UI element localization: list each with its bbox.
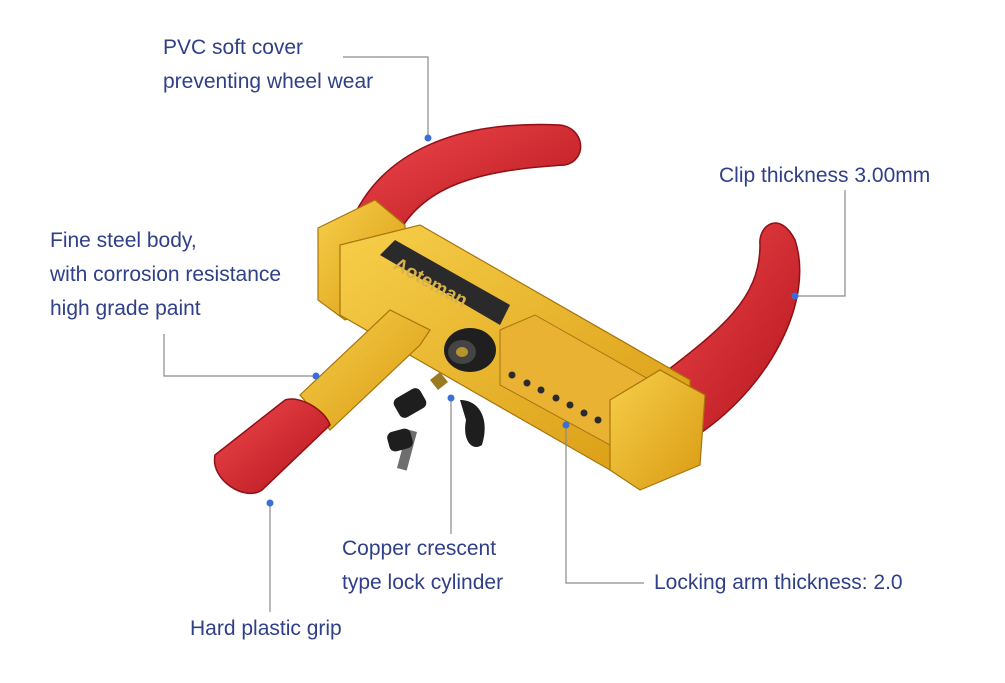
plastic-grip bbox=[213, 398, 331, 495]
left-claw-cover bbox=[349, 123, 582, 241]
lock-cylinder bbox=[444, 328, 496, 372]
callout-lock-cylinder: Copper crescent type lock cylinder bbox=[342, 532, 503, 600]
callout-arm-thickness: Locking arm thickness: 2.0 bbox=[654, 566, 903, 600]
callout-line: PVC soft cover bbox=[163, 36, 304, 59]
key-set bbox=[387, 372, 485, 471]
leader-lines bbox=[163, 56, 846, 612]
callout-clip-thickness: Clip thickness 3.00mm bbox=[719, 159, 930, 193]
callout-grip: Hard plastic grip bbox=[190, 612, 342, 646]
leader-dots bbox=[266, 134, 799, 507]
callout-line: Copper crescent bbox=[342, 537, 497, 560]
callout-line: type lock cylinder bbox=[342, 571, 504, 594]
adjustment-holes bbox=[508, 371, 602, 424]
callout-line: Clip thickness 3.00mm bbox=[719, 164, 931, 187]
callout-line: preventing wheel wear bbox=[163, 70, 374, 93]
right-claw-cover bbox=[654, 222, 801, 442]
callout-line: Locking arm thickness: 2.0 bbox=[654, 571, 903, 594]
right-claw-mount bbox=[609, 369, 706, 491]
callout-pvc-cover: PVC soft cover preventing wheel wear bbox=[163, 31, 373, 99]
callout-line: Hard plastic grip bbox=[190, 617, 342, 640]
callout-line: high grade paint bbox=[50, 297, 201, 320]
callout-line: with corrosion resistance bbox=[50, 263, 282, 286]
callout-steel-body: Fine steel body, with corrosion resistan… bbox=[50, 224, 281, 326]
callout-line: Fine steel body, bbox=[50, 229, 197, 252]
